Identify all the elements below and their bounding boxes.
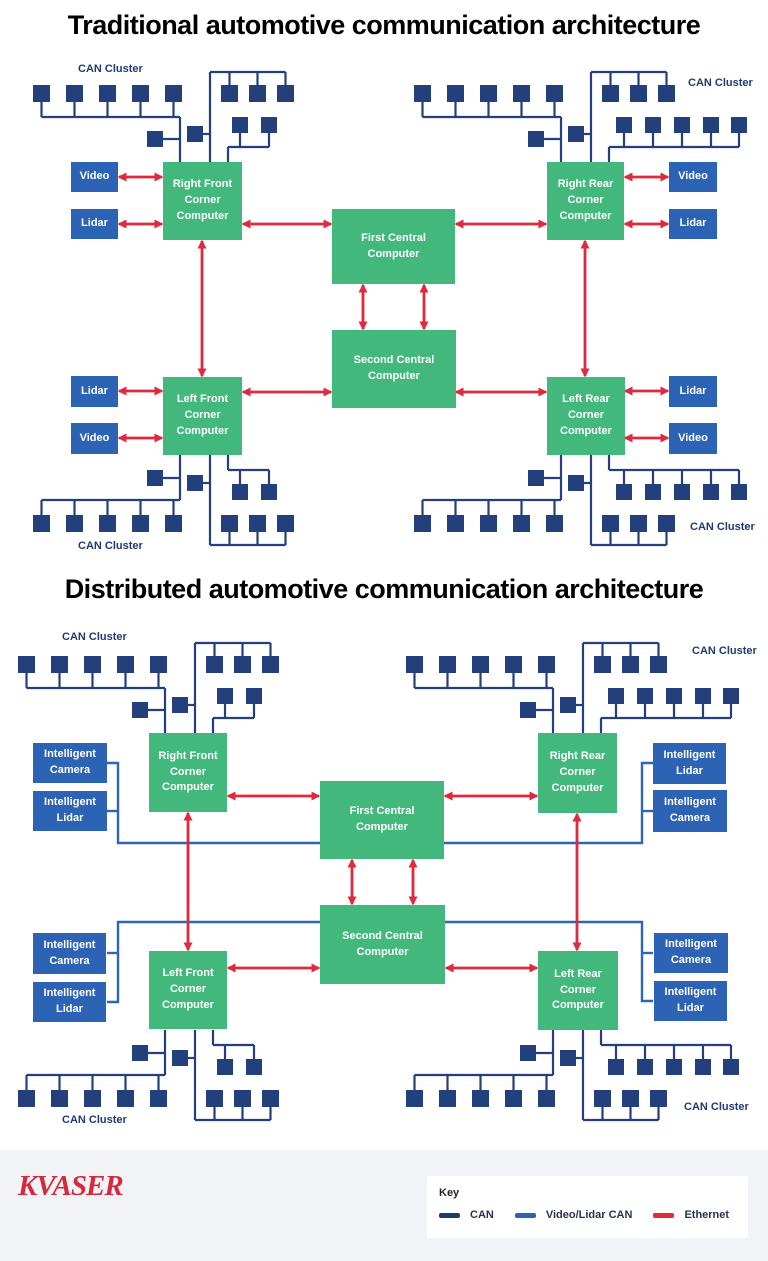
can-cluster-label: CAN Cluster [688,77,753,89]
distributed-ethernet-links [183,791,582,973]
distributed-left-front-corner-computer: Left Front Corner Computer [149,951,227,1029]
key-panel: Key CAN Video/Lidar CAN Ethernet [427,1176,748,1238]
distributed-intelligent-lidar-sensor: Intelligent Lidar [33,982,106,1022]
legend-label: Video/Lidar CAN [545,1209,633,1221]
distributed-can-clusters [16,641,741,1122]
distributed-right-rear-corner-computer: Right Rear Corner Computer [538,733,617,813]
traditional-lidar-sensor: Lidar [71,376,118,407]
can-line-swatch [439,1212,460,1218]
legend-label: CAN [470,1209,494,1221]
distributed-title: Distributed automotive communication arc… [64,574,704,604]
distributed-intelligent-camera-sensor: Intelligent Camera [33,933,106,974]
distributed-intelligent-camera-sensor: Intelligent Camera [653,790,727,832]
distributed-intelligent-lidar-sensor: Intelligent Lidar [653,743,726,784]
distributed-first-central-computer: First Central Computer [320,781,444,859]
traditional-video-sensor: Video [669,162,717,192]
can-cluster-label: CAN Cluster [62,631,127,643]
distributed-intelligent-camera-sensor: Intelligent Camera [654,933,728,973]
traditional-left-front-corner-computer: Left Front Corner Computer [163,377,242,455]
traditional-left-rear-corner-computer: Left Rear Corner Computer [547,377,625,455]
can-cluster-label: CAN Cluster [78,63,143,75]
traditional-title: Traditional automotive communication arc… [67,10,701,40]
distributed-intelligent-camera-sensor: Intelligent Camera [33,743,107,783]
traditional-second-central-computer: Second Central Computer [332,330,456,408]
legend-item-ethernet: Ethernet [653,1209,729,1221]
traditional-can-clusters [31,70,749,547]
distributed-second-central-computer: Second Central Computer [320,905,445,984]
traditional-ethernet-links [117,172,670,443]
can-cluster-label: CAN Cluster [62,1114,127,1126]
distributed-right-front-corner-computer: Right Front Corner Computer [149,733,227,812]
traditional-lidar-sensor: Lidar [669,209,717,239]
legend-item-can: CAN [439,1209,494,1221]
can-cluster-label: CAN Cluster [690,521,755,533]
kvaser-logo: KVASER [18,1170,124,1202]
traditional-lidar-sensor: Lidar [669,376,717,407]
legend-label: Ethernet [684,1209,730,1221]
traditional-right-front-corner-computer: Right Front Corner Computer [163,162,242,240]
distributed-intelligent-lidar-sensor: Intelligent Lidar [654,981,727,1021]
traditional-video-sensor: Video [71,162,118,192]
legend-row: CAN Video/Lidar CAN Ethernet [439,1209,748,1221]
traditional-right-rear-corner-computer: Right Rear Corner Computer [547,162,624,240]
can-cluster-label: CAN Cluster [78,540,143,552]
video-lidar-can-line-swatch [514,1212,536,1218]
ethernet-line-swatch [653,1212,675,1218]
distributed-intelligent-lidar-sensor: Intelligent Lidar [33,791,107,831]
traditional-first-central-computer: First Central Computer [332,209,455,284]
distributed-left-rear-corner-computer: Left Rear Corner Computer [538,951,618,1030]
key-title: Key [439,1187,460,1199]
distributed-video-lidar-can-links [107,761,653,1004]
can-cluster-label: CAN Cluster [684,1101,749,1113]
legend-item-video-lidar-can: Video/Lidar CAN [514,1209,633,1221]
traditional-video-sensor: Video [71,423,118,454]
traditional-video-sensor: Video [669,423,717,454]
traditional-lidar-sensor: Lidar [71,209,118,239]
can-cluster-label: CAN Cluster [692,645,757,657]
